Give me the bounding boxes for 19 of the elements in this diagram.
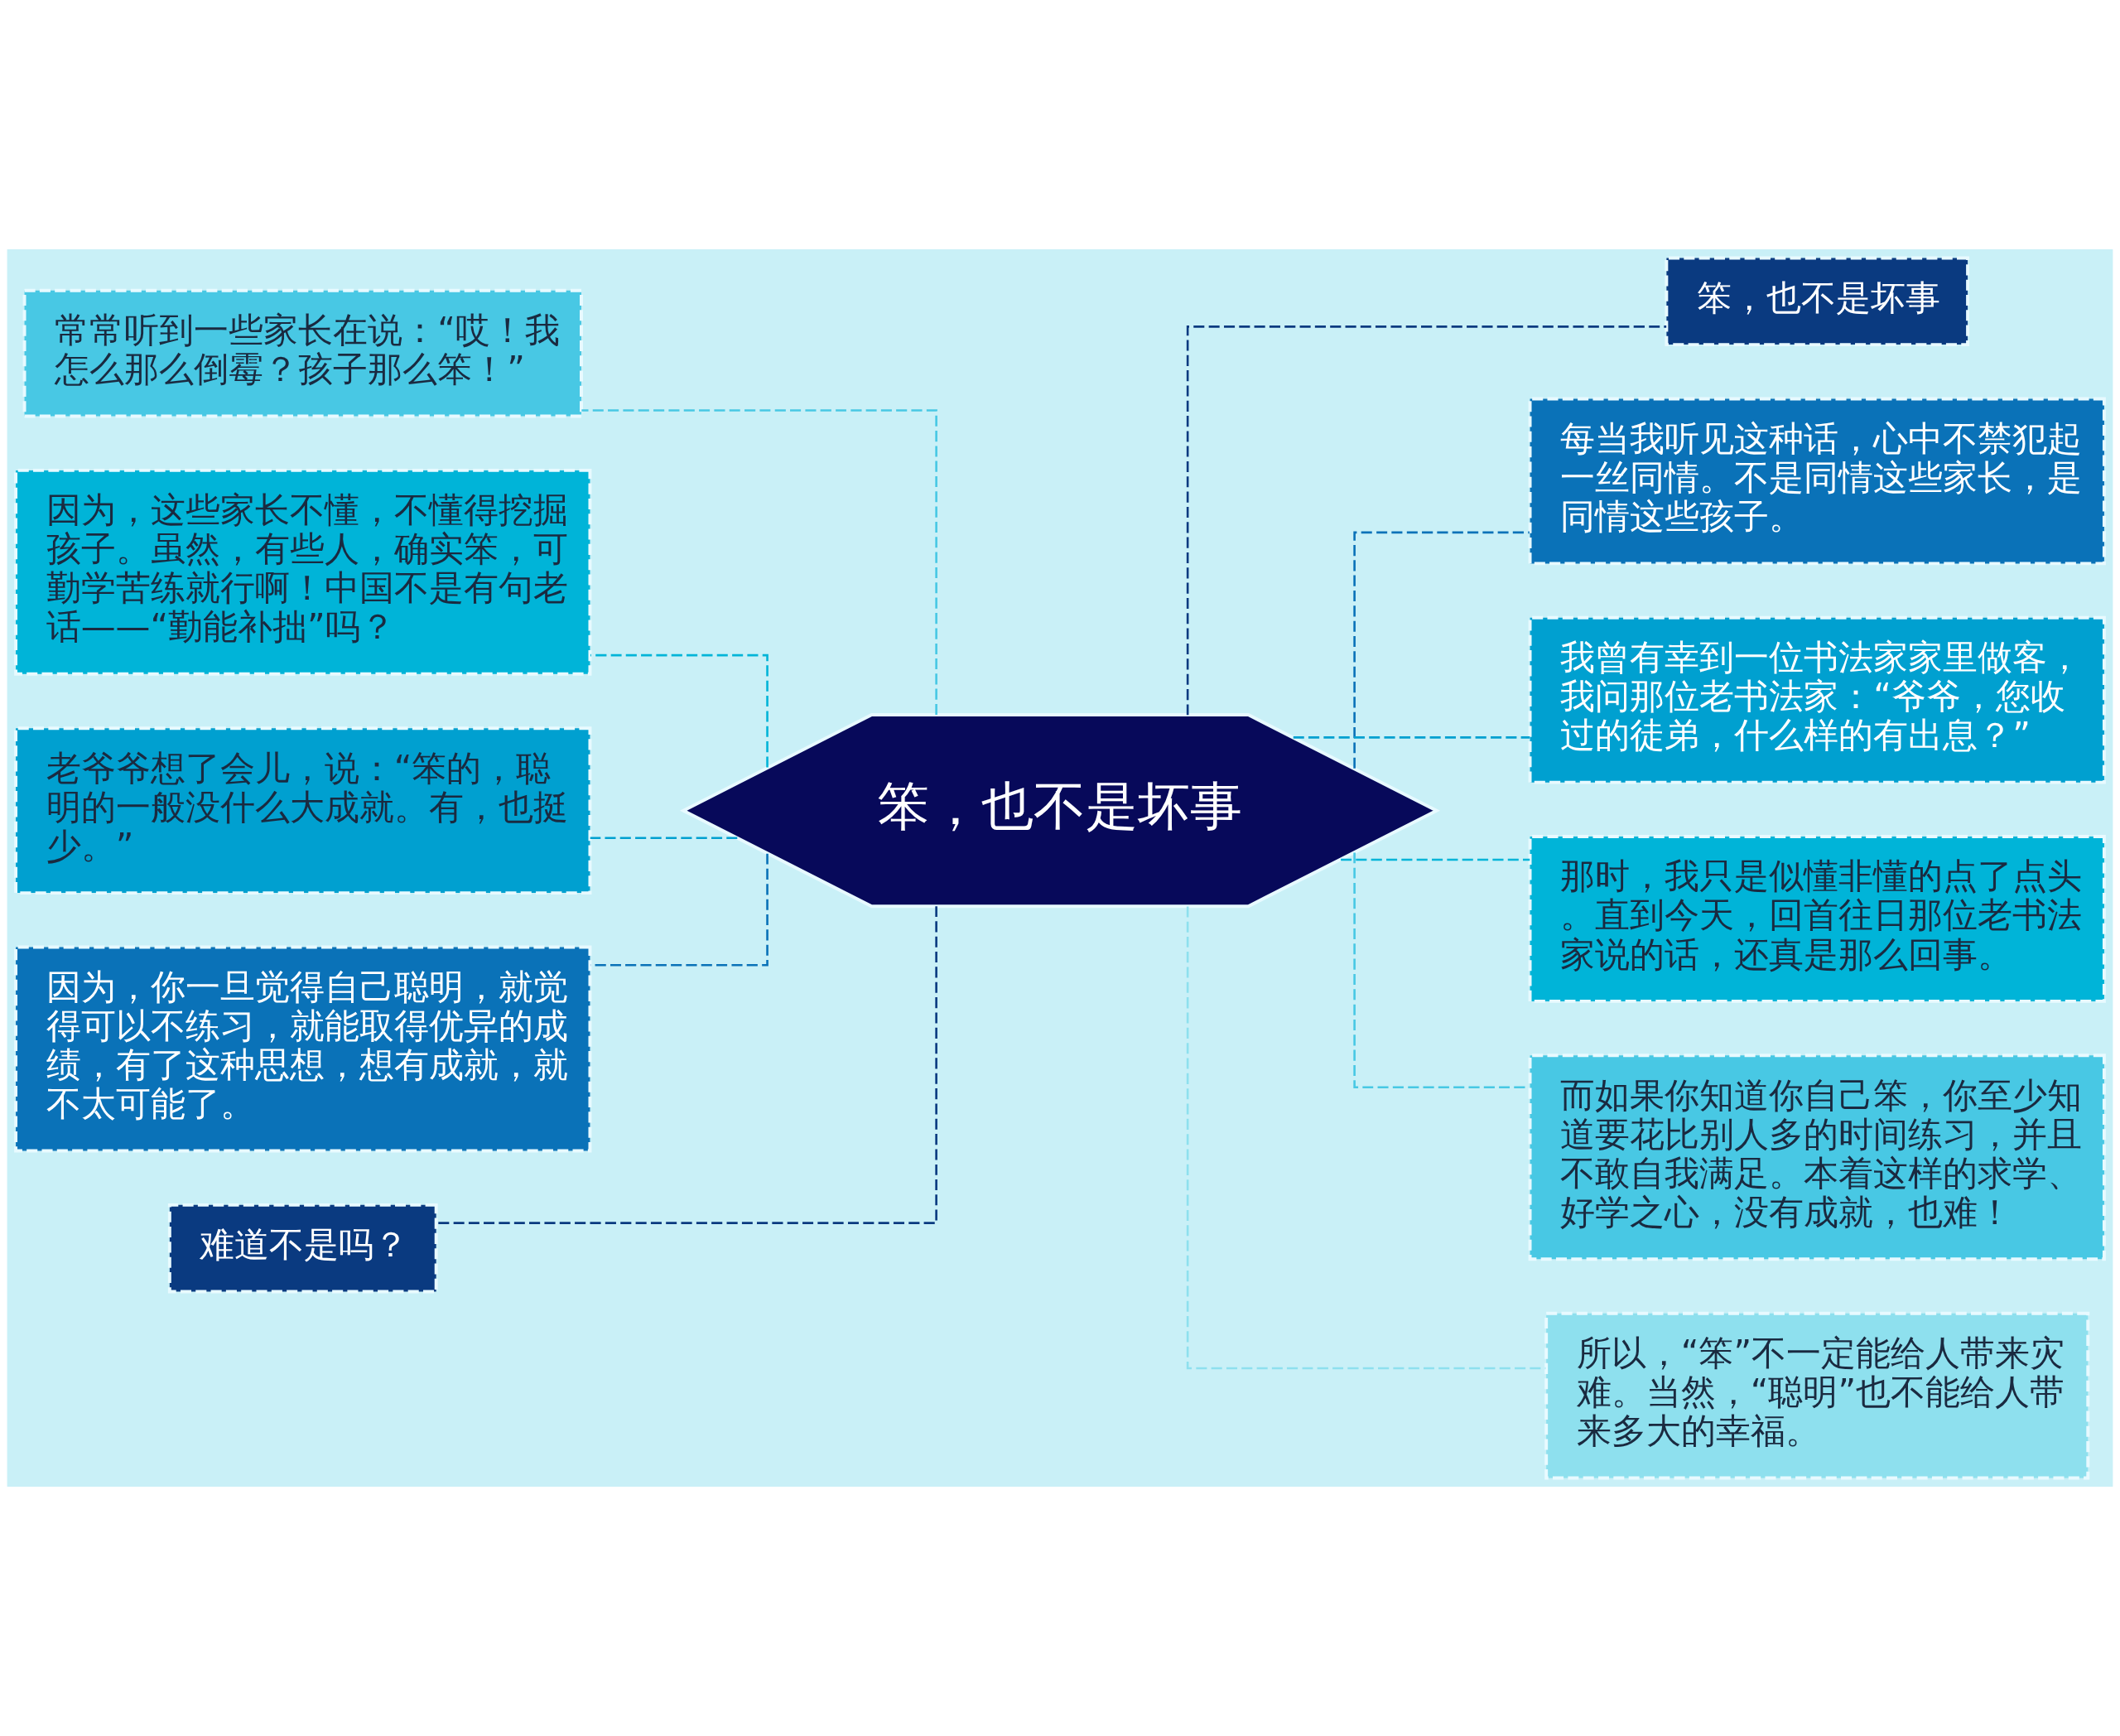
connector	[590, 653, 768, 768]
connector	[436, 906, 937, 1224]
connector	[581, 409, 937, 715]
node-box: 老爷爷想了会儿，说：“笨的，聪明的一般没什么大成就。有，也挺少。”	[14, 726, 592, 895]
node-box: 因为，你一旦觉得自己聪明，就觉得可以不练习，就能取得优异的成绩，有了这种思想，想有成就，就不太可能了。	[14, 945, 592, 1153]
node-box: 难道不是吗？	[167, 1203, 438, 1294]
node-box: 常常听到一些家长在说：“哎！我怎么那么倒霉？孩子那么笨！”	[22, 288, 583, 418]
connector	[1353, 531, 1530, 769]
node-box: 笨，也不是坏事	[1665, 256, 1970, 347]
node-box: 因为，这些家长不懂，不懂得挖掘孩子。虽然，有些人，确实笨，可勤学苦练就行啊！中国不是有句老话——“勤能补拙”吗？	[14, 468, 592, 676]
node-box: 而如果你知道你自己笨，你至少知道要花比别人多的时间练习，并且不敢自我满足。本着这样的求学、好学之心，没有成就，也难！	[1528, 1054, 2106, 1261]
connector	[1293, 736, 1530, 739]
node-box: 那时，我只是似懂非懂的点了点头。直到今天，回首往日那位老书法家说的话，还真是那么回事。	[1528, 835, 2106, 1003]
node-box: 我曾有幸到一位书法家家里做客，我问那位老书法家：“爷爷，您收过的徒弟，什么样的有出息？”	[1528, 615, 2106, 784]
node-box: 每当我听见这种话，心中不禁犯起一丝同情。不是同情这些家长，是同情这些孩子。	[1528, 397, 2106, 566]
connector	[1341, 858, 1530, 861]
connector	[1186, 326, 1667, 716]
connector	[590, 837, 738, 840]
node-box: 所以，“笨”不一定能给人带来灾难。当然，“聪明”也不能给人带来多大的幸福。	[1544, 1311, 2090, 1480]
